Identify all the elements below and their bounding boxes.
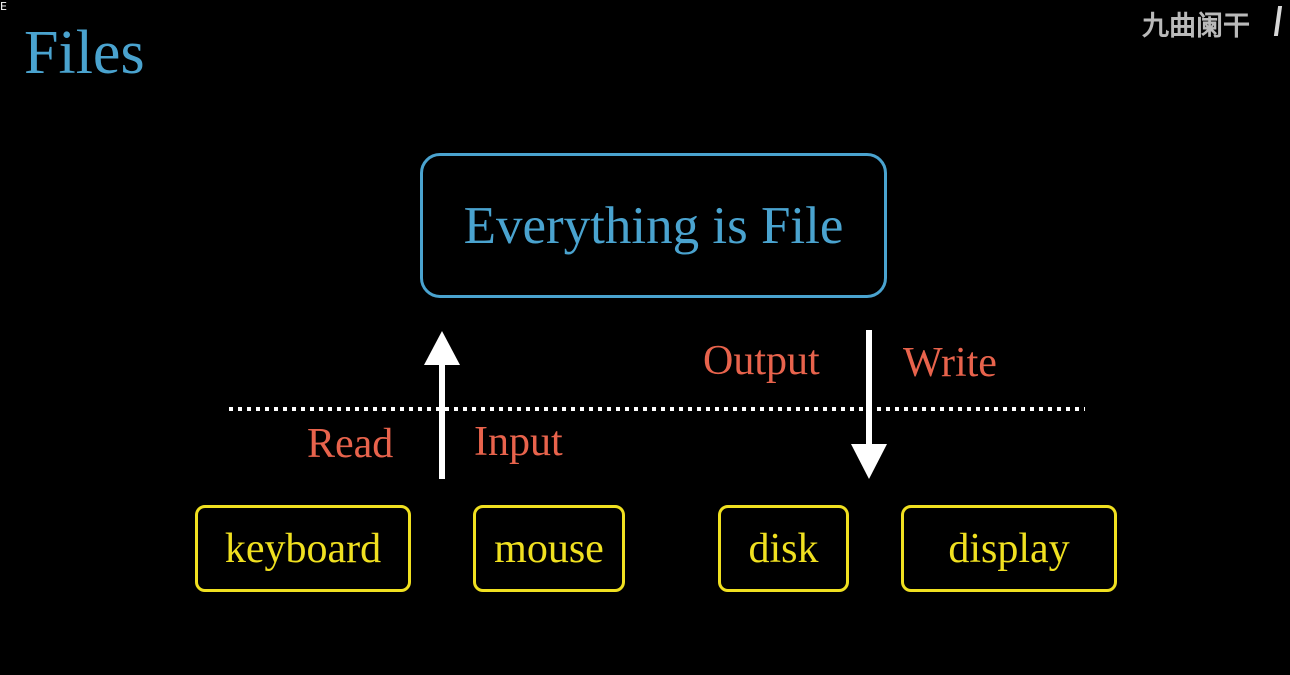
output-down-arrow-icon [851, 330, 887, 479]
watermark-text: 九曲阑干 [1142, 11, 1250, 42]
read-label: Read [307, 421, 394, 467]
display-label: display [948, 525, 1070, 572]
output-label: Output [703, 338, 820, 384]
page-title: Files [24, 19, 145, 87]
disk-label: disk [748, 525, 819, 572]
display-box: display [901, 505, 1117, 592]
keyboard-label: keyboard [224, 525, 382, 572]
everything-is-file-label: Everything is File [463, 196, 844, 255]
disk-box: disk [718, 505, 849, 592]
input-label: Input [474, 419, 563, 465]
corner-mark: E [0, 0, 7, 13]
mouse-label: mouse [494, 525, 604, 572]
everything-is-file-box: Everything is File [420, 153, 887, 298]
write-label: Write [903, 340, 997, 386]
mouse-box: mouse [473, 505, 625, 592]
input-up-arrow-icon [424, 331, 460, 479]
keyboard-box: keyboard [195, 505, 411, 592]
